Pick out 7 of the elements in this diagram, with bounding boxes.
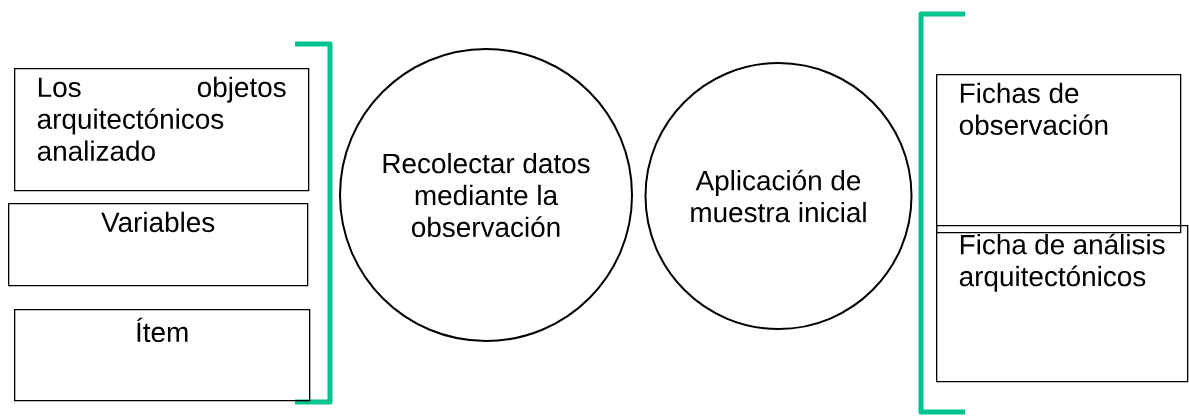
circle-node: Aplicación de muestra inicial: [644, 62, 913, 330]
text-box: Fichas de observación: [936, 74, 1182, 234]
text-box: Ítem: [14, 309, 311, 402]
text-box: Los objetos arquitectónicos analizado: [14, 68, 310, 192]
circle-node: Recolectar datos mediante la observación: [339, 48, 633, 342]
text-box: Variables: [8, 203, 309, 287]
text-box: Ficha de análisis arquitectónicos: [936, 225, 1189, 383]
